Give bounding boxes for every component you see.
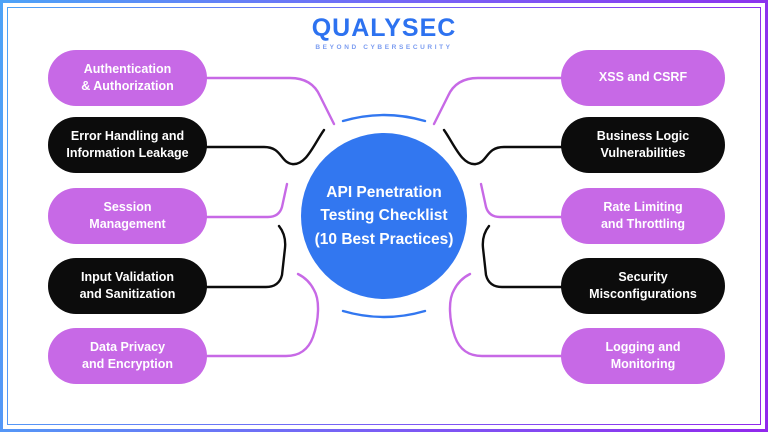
pill-label-line: Monitoring [610,357,676,371]
pill-error-handling-information-leakage: Error Handling and Information Leakage [48,117,207,173]
bottom-arc [341,309,427,319]
pill-label-line: Business Logic [596,128,690,143]
pill-label-line: Session [103,199,152,214]
pill-label-line: Misconfigurations [589,287,697,301]
pill-data-privacy-encryption: Data Privacy and Encryption [48,328,207,384]
pill-label-line: and Throttling [600,217,685,231]
pill-label-line: and Sanitization [79,287,176,301]
pill-label-line: Data Privacy [89,339,166,354]
center-title-line: Testing Checklist [320,207,448,225]
pill-label-line: Rate Limiting [603,199,683,214]
connector-security-misconfigurations [481,224,564,289]
center-title-line: (10 Best Practices) [314,230,454,248]
qualysec-wordmark: QUALYSEC [311,14,457,42]
qualysec-tagline: BEYOND CYBERSECURITY [315,44,453,51]
center-title-circle: API Penetration Testing Checklist (10 Be… [301,133,467,299]
pill-security-misconfigurations: Security Misconfigurations [561,258,725,314]
connector-error-handling [204,128,326,166]
qualysec-logo: QUALYSEC BEYOND CYBERSECURITY [0,14,768,52]
pill-business-logic-vulnerabilities: Business Logic Vulnerabilities [561,117,725,173]
connector-business-logic [442,128,564,166]
pill-label-line: Information Leakage [66,146,189,160]
pill-label-line: XSS and CSRF [598,70,688,85]
pill-authentication-authorization: Authentication & Authorization [48,50,207,106]
pill-label-line: Vulnerabilities [600,146,686,160]
pill-rate-limiting-throttling: Rate Limiting and Throttling [561,188,725,244]
pill-label-line: Authentication [83,61,172,76]
connector-session-management [204,182,289,219]
pill-logging-monitoring: Logging and Monitoring [561,328,725,384]
pill-label-line: Error Handling and [70,128,185,143]
center-title-line: API Penetration [326,184,442,202]
pill-label-line: & Authorization [81,79,174,93]
pill-input-validation-sanitization: Input Validation and Sanitization [48,258,207,314]
top-arc [341,113,427,123]
pill-session-management: Session Management [48,188,207,244]
pill-xss-csrf: XSS and CSRF [561,50,725,106]
connector-logging-monitoring [448,272,564,358]
connector-input-validation [204,224,287,289]
connector-authentication [204,76,336,126]
connector-xss-csrf [432,76,564,126]
connector-data-privacy [204,272,320,358]
pill-label-line: and Encryption [82,357,173,371]
pill-label-line: Security [618,269,668,284]
pill-label-line: Management [89,217,166,231]
pill-label-line: Input Validation [80,269,175,284]
pill-label-line: Logging and [605,339,681,354]
connector-rate-limiting [479,182,564,219]
